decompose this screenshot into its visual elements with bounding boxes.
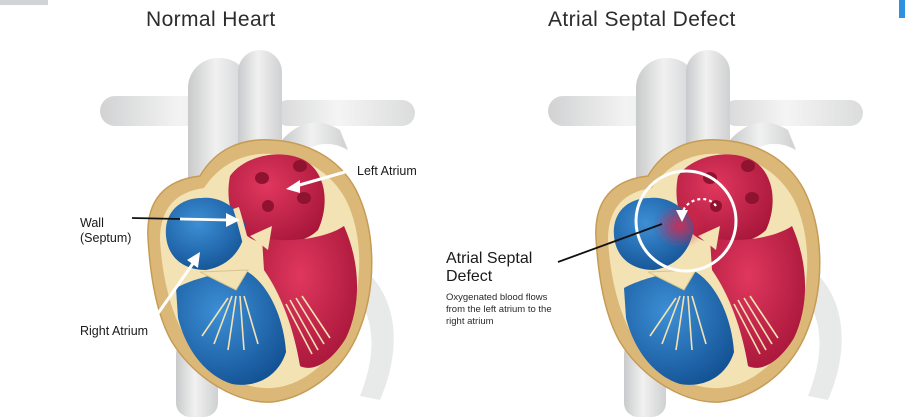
note-line-1: Oxygenated blood flows: [446, 292, 548, 303]
title-normal-heart: Normal Heart: [146, 8, 276, 31]
corner-tab: [0, 0, 48, 5]
normal-heart-illustration: [99, 49, 416, 417]
pointer-right-atrium: [150, 252, 200, 323]
label-wall: Wall: [80, 216, 104, 230]
label-left-atrium: Left Atrium: [357, 164, 417, 178]
label-atrial-septal-defect-line2: Defect: [446, 268, 493, 285]
pointer-septum: [131, 213, 240, 227]
note-line-2: from the left atrium to the: [446, 304, 552, 315]
septal-hole: [654, 204, 706, 248]
flow-arrow-icon: [676, 197, 717, 222]
pointer-septal-defect: [557, 223, 663, 263]
title-atrial-septal-defect: Atrial Septal Defect: [548, 8, 736, 31]
corner-accent-mark: [899, 0, 905, 18]
label-septum: (Septum): [80, 231, 132, 245]
label-right-atrium: Right Atrium: [80, 324, 149, 338]
defect-heart-illustration: [547, 49, 864, 417]
note-line-3: right atrium: [446, 316, 494, 327]
defect-highlight-ring: [634, 169, 738, 273]
label-atrial-septal-defect-line1: Atrial Septal: [446, 250, 533, 267]
pointer-left-atrium: [286, 168, 353, 193]
